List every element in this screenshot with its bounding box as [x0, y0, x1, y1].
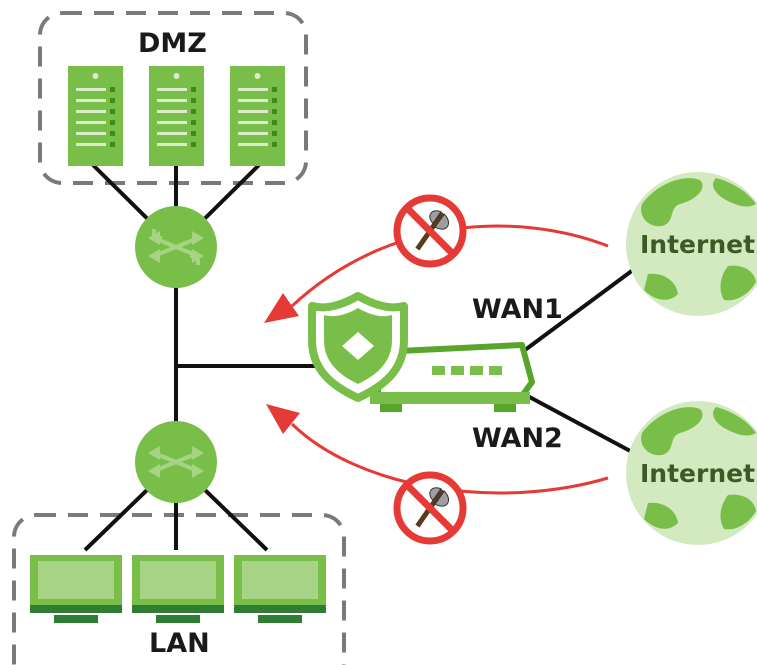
arrowhead-bottom [266, 404, 300, 434]
server-icon [230, 66, 285, 166]
internet-label-bottom: Internet [640, 459, 756, 488]
lan-zone-box [12, 513, 346, 665]
blocked-attack-icon [393, 471, 467, 545]
server-icon [68, 66, 123, 166]
blocked-attack-icon [393, 194, 467, 268]
monitor-icon [30, 555, 122, 623]
dmz-zone-box [38, 11, 308, 185]
switch-icon [135, 421, 217, 503]
globe-icon [626, 172, 757, 316]
arrowhead-top [264, 293, 299, 323]
monitor-icon [132, 555, 224, 623]
server-icon [149, 66, 204, 166]
wan2-label: WAN2 [472, 423, 563, 454]
internet-label-top: Internet [640, 230, 756, 259]
dmz-label: DMZ [138, 28, 207, 59]
firewall-device [308, 292, 535, 412]
wan1-label: WAN1 [472, 294, 563, 325]
globe-icon [626, 401, 757, 545]
firewall-shield-icon [308, 292, 408, 402]
monitor-icon [234, 555, 326, 623]
switch-icon [135, 206, 217, 288]
lan-label: LAN [149, 628, 210, 659]
